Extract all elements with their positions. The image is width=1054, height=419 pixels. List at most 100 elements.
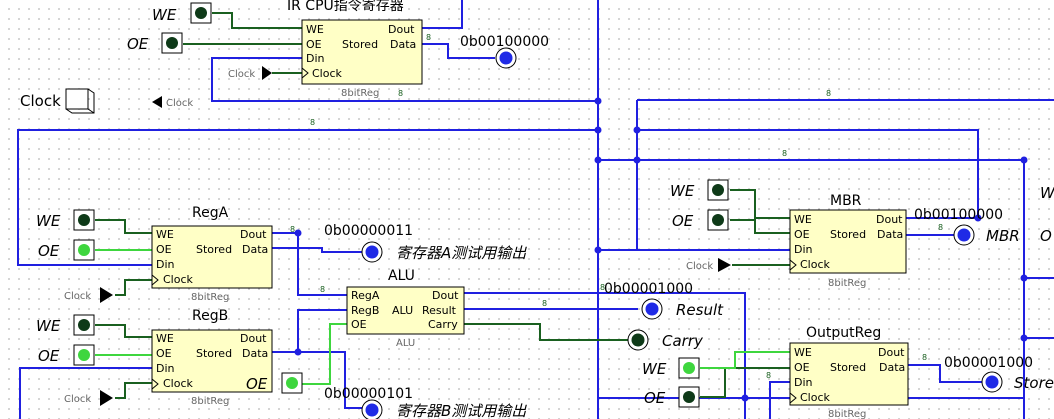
svg-text:Stored: Stored — [830, 361, 866, 374]
svg-text:RegB: RegB — [192, 308, 228, 324]
svg-text:Data: Data — [877, 228, 903, 241]
regb-we-input[interactable]: WE — [36, 314, 95, 336]
svg-text:Result: Result — [422, 304, 457, 317]
regb-oe-input[interactable]: OE — [38, 344, 95, 366]
wire-outreg-we-high — [700, 351, 790, 369]
mbr-clock-tunnel: Clock — [686, 258, 731, 272]
mbr-oe-input[interactable]: OE — [672, 209, 729, 231]
svg-text:Din: Din — [156, 362, 175, 375]
svg-text:8: 8 — [826, 89, 831, 98]
svg-text:Clock: Clock — [800, 391, 831, 404]
svg-text:ALU: ALU — [392, 304, 413, 317]
svg-text:Clock: Clock — [312, 67, 343, 80]
svg-text:Stored: Stored — [1014, 374, 1054, 392]
wire-mbr-oe — [730, 219, 790, 234]
wire-rega-clock — [115, 279, 152, 296]
rega-oe-input[interactable]: OE — [38, 239, 95, 261]
svg-text:WE: WE — [794, 346, 812, 359]
bus-ir-probe — [422, 43, 495, 59]
register-mbr[interactable]: MBR WE OE Din Clock Dout Stored Data 8bi… — [789, 193, 907, 289]
svg-text:OE: OE — [306, 38, 322, 51]
wire-alu-oe-high — [292, 323, 347, 385]
bus-outreg-out — [908, 364, 982, 383]
svg-text:OE: OE — [794, 361, 810, 374]
svg-text:Clock: Clock — [163, 377, 194, 390]
svg-text:8: 8 — [290, 225, 295, 234]
svg-text:Result: Result — [676, 301, 724, 319]
ir-we-input[interactable]: WE — [152, 2, 212, 24]
alu-oe-input[interactable]: OE — [246, 372, 303, 394]
bus-rega-out — [272, 232, 347, 296]
register-output[interactable]: OutputReg WE OE Din Clock Dout Stored Da… — [789, 325, 909, 419]
svg-text:Dout: Dout — [388, 23, 415, 36]
svg-text:8: 8 — [766, 371, 771, 380]
svg-text:8: 8 — [398, 89, 403, 98]
bus-regb-probe — [272, 351, 362, 409]
bus-ir-din — [211, 57, 598, 102]
svg-text:8: 8 — [320, 285, 325, 294]
svg-text:WE: WE — [156, 228, 174, 241]
mbr-we-input[interactable]: WE — [670, 179, 729, 201]
svg-text:Stored: Stored — [830, 228, 866, 241]
svg-text:OE: OE — [794, 228, 810, 241]
alu[interactable]: ALU RegA RegB OE ALU Dout Result Carry A… — [346, 268, 465, 349]
svg-text:Clock: Clock — [163, 273, 194, 286]
svg-text:0b00001000: 0b00001000 — [944, 355, 1033, 371]
bus-loop-top — [17, 129, 598, 266]
bus-width-labels: 8 8 8 8 8 8 8 8 8 8 8 8 — [290, 33, 943, 380]
svg-text:RegB: RegB — [351, 304, 379, 317]
svg-text:Carry: Carry — [428, 318, 458, 331]
svg-text:Dout: Dout — [240, 332, 267, 345]
outreg-probe: 0b00001000 Stored — [944, 355, 1054, 393]
svg-text:寄存器A测试用输出: 寄存器A测试用输出 — [396, 244, 527, 262]
svg-text:8: 8 — [310, 118, 315, 127]
svg-text:Data: Data — [390, 38, 416, 51]
clock-input[interactable]: Clock — [20, 88, 95, 114]
rega-clock-tunnel: Clock — [64, 287, 113, 303]
bus-ir-top — [422, 0, 463, 29]
svg-text:Dout: Dout — [878, 346, 905, 359]
register-b[interactable]: RegB WE OE Din Clock Dout Stored Data 8b… — [151, 308, 273, 407]
rega-probe: 0b00000011 寄存器A测试用输出 — [324, 223, 527, 263]
svg-text:0b00000101: 0b00000101 — [324, 386, 413, 402]
svg-text:0b00000011: 0b00000011 — [324, 223, 413, 239]
svg-text:OE: OE — [38, 347, 60, 365]
svg-text:8: 8 — [782, 149, 787, 158]
svg-text:8bitReg: 8bitReg — [828, 409, 866, 419]
svg-text:OE: OE — [644, 389, 666, 407]
svg-text:Clock: Clock — [64, 291, 91, 302]
register-ir[interactable]: IR CPU指令寄存器 WE OE Din Clock Dout Stored … — [287, 0, 423, 99]
ir-oe-input[interactable]: OE — [127, 32, 183, 54]
svg-text:8: 8 — [922, 353, 927, 362]
svg-text:WE: WE — [36, 212, 61, 230]
svg-text:Data: Data — [242, 347, 268, 360]
svg-text:Stored: Stored — [342, 38, 378, 51]
svg-text:OE: OE — [156, 347, 172, 360]
outreg-we-input[interactable]: WE — [642, 357, 700, 379]
clock-tunnel: Clock — [152, 96, 193, 109]
bus-rega-probe — [272, 247, 362, 253]
svg-text:WE: WE — [36, 317, 61, 335]
svg-text:寄存器B测试用输出: 寄存器B测试用输出 — [396, 402, 527, 419]
wire-outreg-oe — [700, 367, 790, 398]
ir-probe: 0b00100000 — [460, 34, 549, 69]
svg-text:Clock: Clock — [686, 261, 713, 272]
edge-label-o: O — [1040, 227, 1052, 245]
mbr-probe: 0b00100000 MBR — [914, 207, 1020, 246]
svg-text:Stored: Stored — [196, 243, 232, 256]
wires — [17, 0, 1054, 419]
wire-regb-clock — [115, 382, 152, 399]
svg-text:8bitReg: 8bitReg — [828, 278, 866, 289]
register-ir-title: IR CPU指令寄存器 — [287, 0, 404, 14]
svg-text:Dout: Dout — [876, 213, 903, 226]
svg-text:MBR: MBR — [986, 227, 1020, 245]
svg-text:ALU: ALU — [396, 338, 415, 349]
svg-text:OE: OE — [38, 242, 60, 260]
svg-text:OE: OE — [246, 375, 268, 393]
rega-we-input[interactable]: WE — [36, 209, 95, 231]
outreg-oe-input[interactable]: OE — [644, 386, 700, 408]
svg-text:Din: Din — [306, 52, 325, 65]
svg-text:8: 8 — [542, 299, 547, 308]
carry-led: Carry — [627, 329, 704, 351]
register-a[interactable]: RegA WE OE Din Clock Dout Stored Data 8b… — [151, 205, 273, 303]
